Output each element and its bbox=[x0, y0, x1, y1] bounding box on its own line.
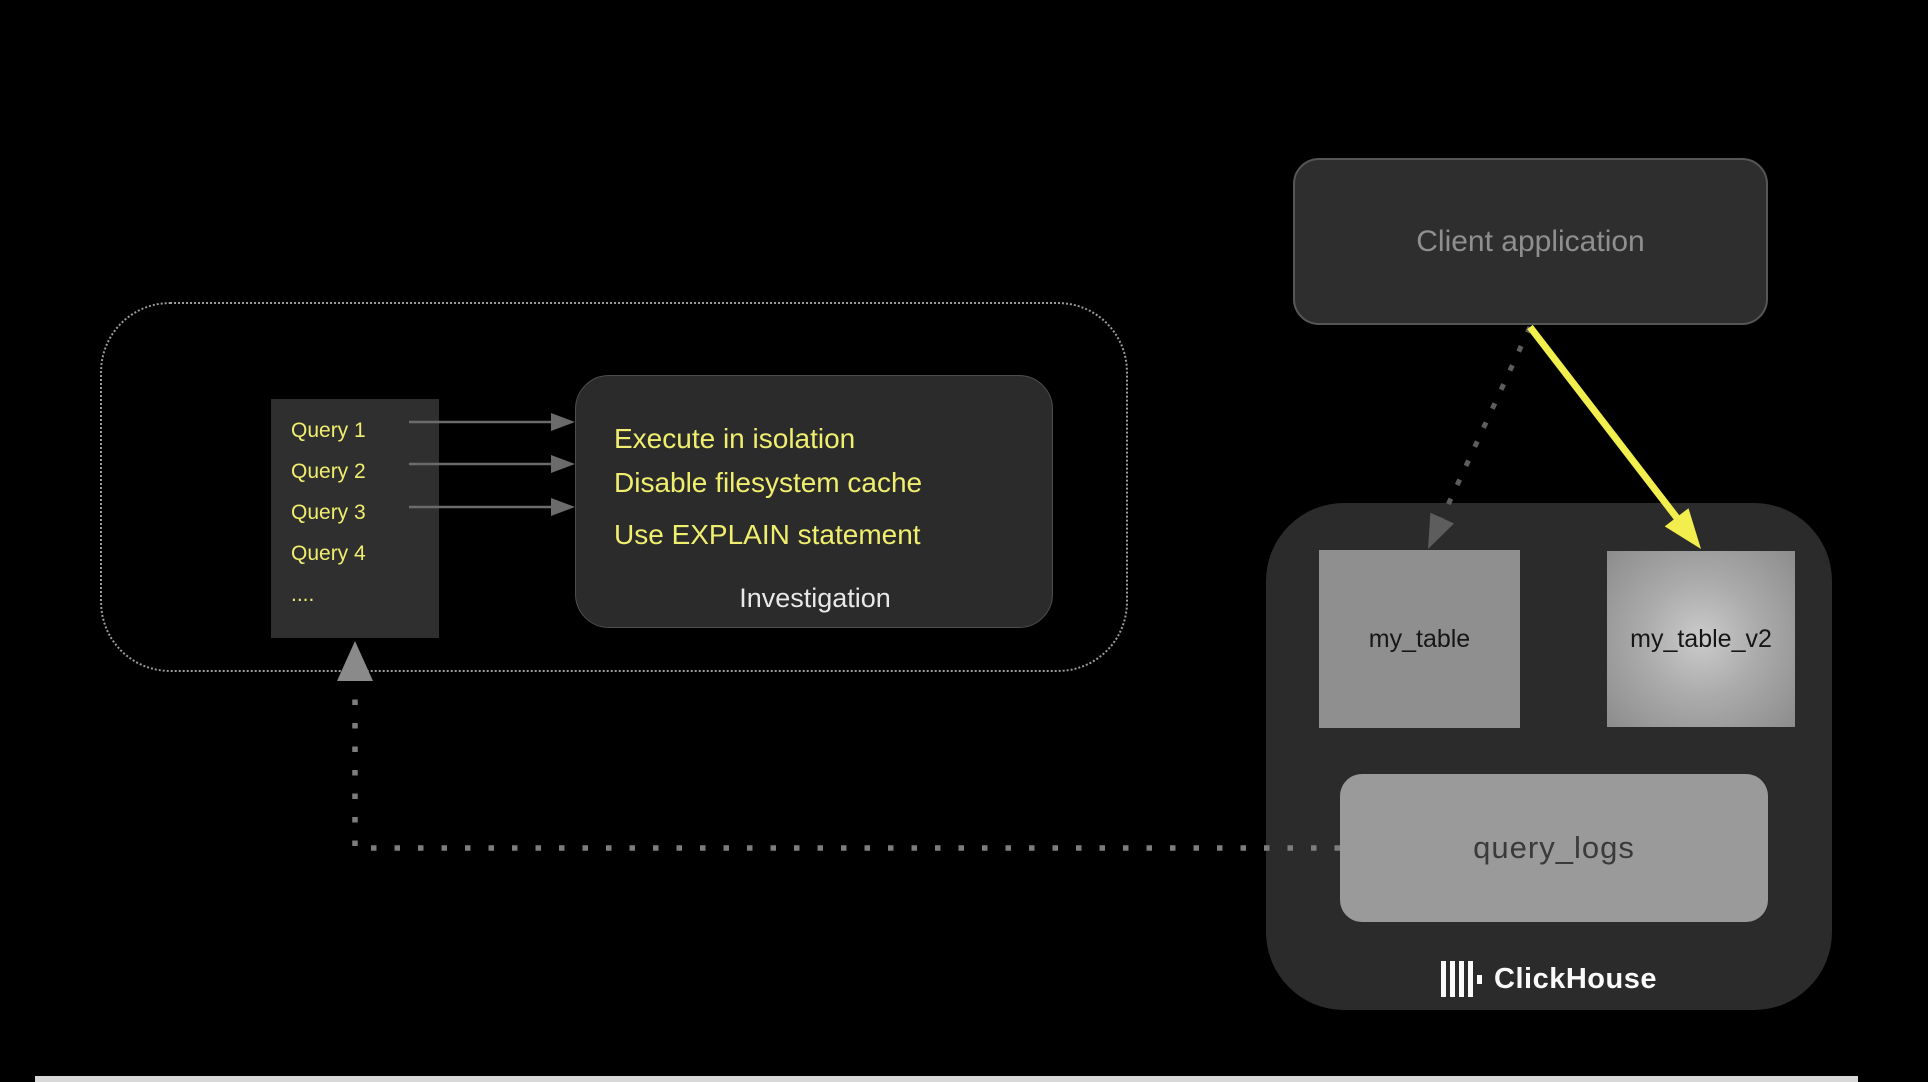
query-list-item: Query 2 bbox=[291, 460, 366, 483]
query-logs-box: query_logs bbox=[1340, 774, 1768, 922]
clickhouse-logo-icon bbox=[1441, 961, 1483, 997]
investigation-label: Investigation bbox=[739, 583, 891, 613]
query-logs-label: query_logs bbox=[1473, 830, 1635, 865]
query-list-item: Query 4 bbox=[291, 542, 366, 565]
query-list-box: Query 1 Query 2 Query 3 Query 4 .... bbox=[271, 399, 439, 638]
investigation-group-outline bbox=[100, 302, 1128, 672]
query-list-item: Query 1 bbox=[291, 419, 366, 442]
query-list-ellipsis: .... bbox=[291, 583, 315, 606]
clickhouse-brand-label: ClickHouse bbox=[1494, 962, 1657, 995]
my-table-v2-box: my_table_v2 bbox=[1607, 551, 1795, 727]
investigation-box: Execute in isolation Disable filesystem … bbox=[575, 375, 1053, 628]
tip-disable-filesystem-cache: Disable filesystem cache bbox=[614, 467, 923, 498]
client-application-label: Client application bbox=[1416, 224, 1645, 258]
tip-use-explain-statement: Use EXPLAIN statement bbox=[614, 519, 921, 550]
bottom-edge-strip bbox=[35, 1076, 1858, 1082]
clickhouse-container: my_table my_table_v2 query_logs ClickHou… bbox=[1266, 503, 1832, 1010]
my-table-label: my_table bbox=[1368, 624, 1471, 653]
query-logs-to-queries-arrow bbox=[337, 641, 1340, 851]
query-list-item: Query 3 bbox=[291, 501, 366, 524]
client-application-box: Client application bbox=[1293, 158, 1768, 325]
tip-execute-in-isolation: Execute in isolation bbox=[614, 423, 856, 454]
clickhouse-brand: ClickHouse bbox=[1266, 961, 1832, 997]
my-table-box: my_table bbox=[1319, 550, 1520, 728]
my-table-v2-label: my_table_v2 bbox=[1630, 624, 1772, 653]
investigation-tips: Execute in isolation Disable filesystem … bbox=[614, 417, 922, 505]
